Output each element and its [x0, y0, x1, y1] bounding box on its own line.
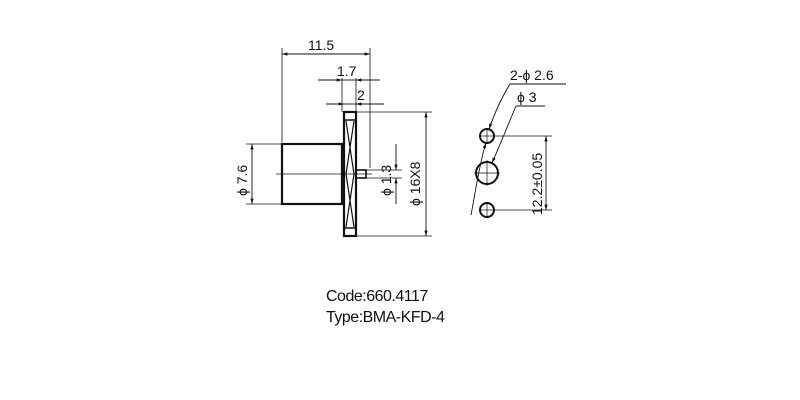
hole-view — [470, 83, 566, 218]
side-view — [246, 48, 432, 238]
dim-flange-thickness: 2 — [357, 87, 365, 103]
part-caption: Code:660.4117 Type:BMA-KFD-4 — [326, 286, 445, 328]
dim-flange-offset: 1.7 — [337, 63, 357, 79]
part-type: Type:BMA-KFD-4 — [326, 309, 445, 326]
dim-hole-spacing: 12.2±0.05 — [529, 153, 545, 215]
dim-flange-size: ϕ 16X8 — [407, 161, 423, 206]
dim-mount-holes: 2-ϕ 2.6 — [510, 67, 554, 83]
dim-center-hole: ϕ 3 — [517, 89, 537, 105]
dim-pin-diameter: ϕ 1.3 — [378, 165, 394, 196]
part-code: Code:660.4117 — [326, 288, 428, 305]
dim-body-diameter: ϕ 7.6 — [234, 165, 250, 196]
dim-overall-length: 11.5 — [308, 37, 334, 53]
